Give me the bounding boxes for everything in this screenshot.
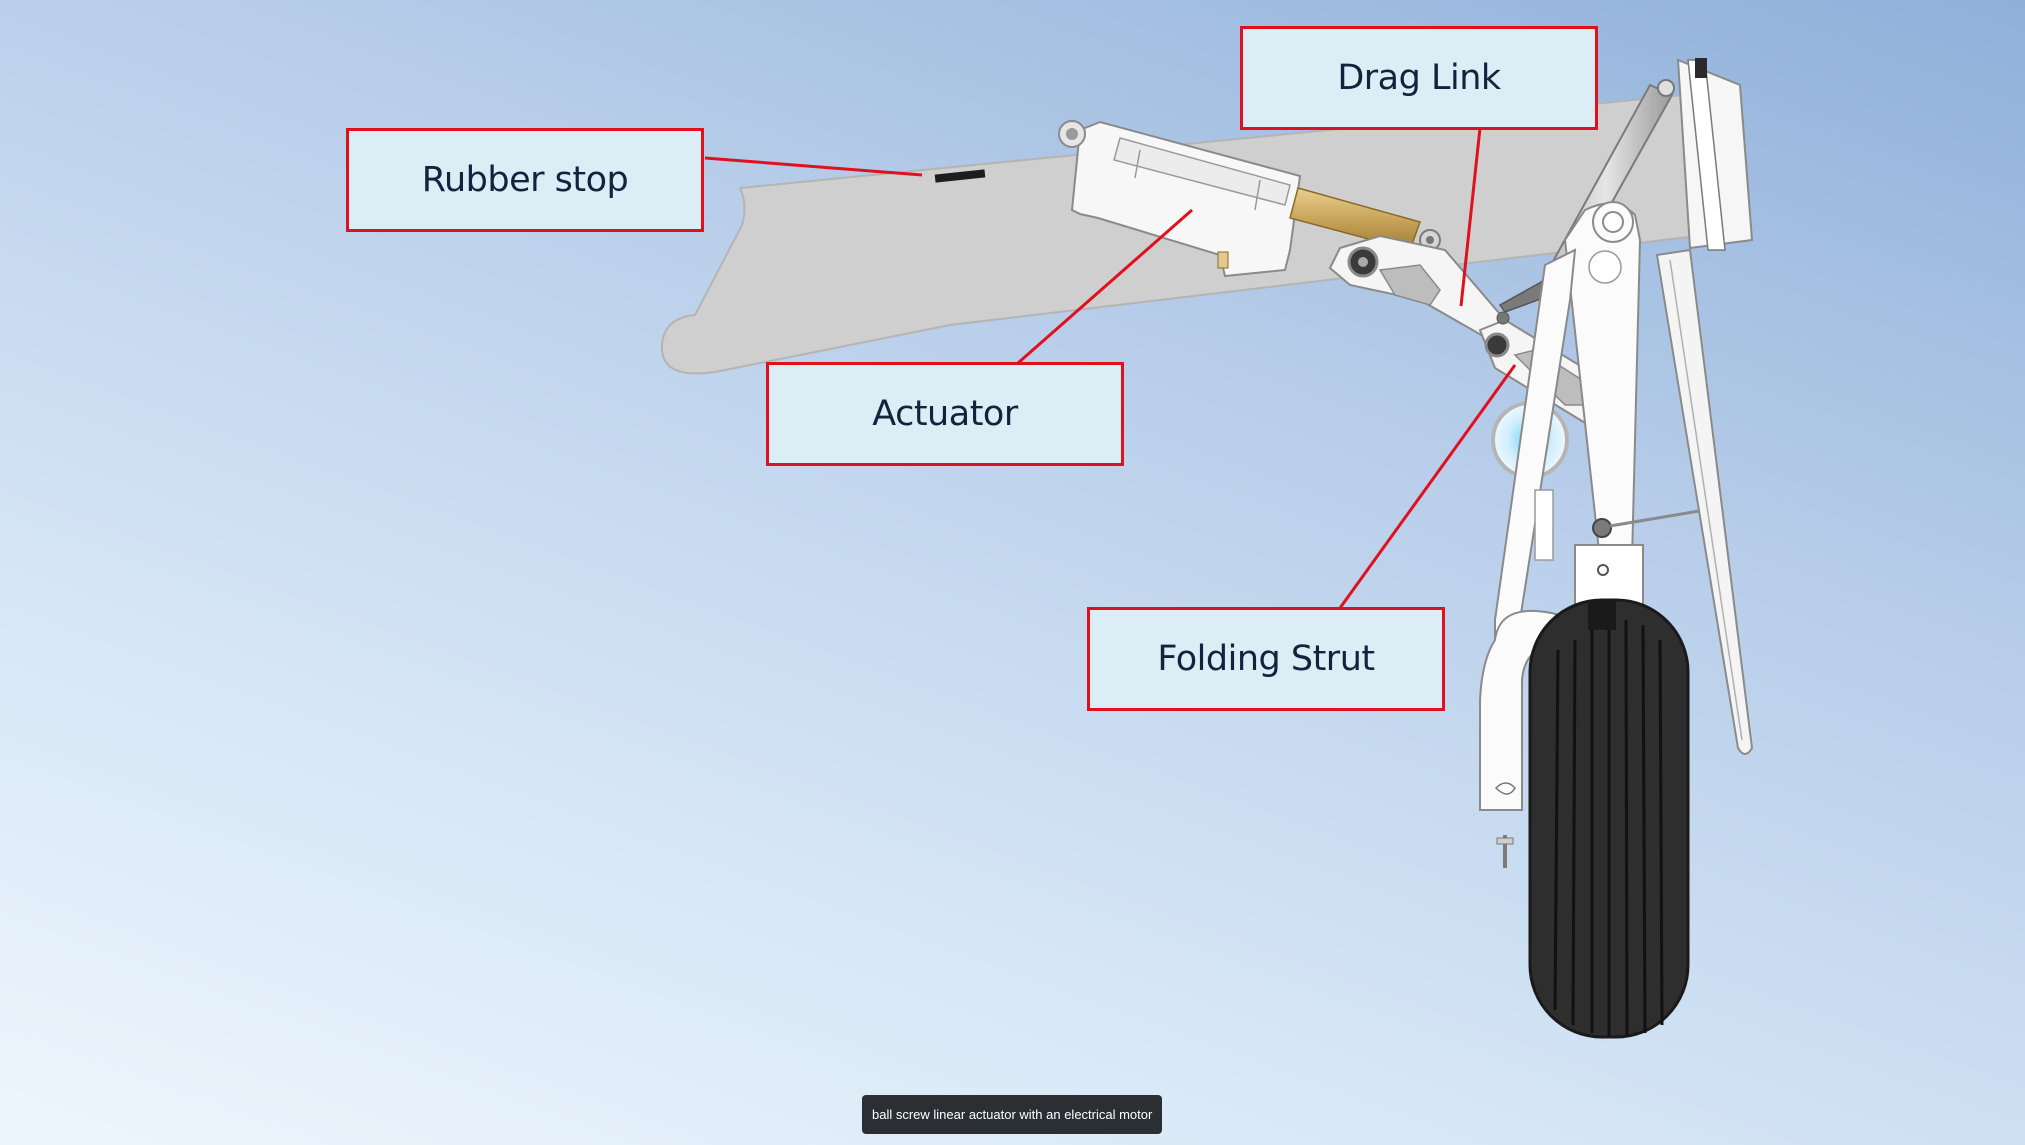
- callout-lines: [704, 127, 1517, 609]
- rubber-stop-label: Rubber stop: [346, 128, 704, 232]
- image-caption-tooltip: ball screw linear actuator with an elect…: [862, 1095, 1163, 1134]
- folding-strut-label: Folding Strut: [1087, 607, 1445, 711]
- drag-link-leader: [1459, 127, 1482, 307]
- rubber-stop-leader: [704, 156, 923, 177]
- drag-link-label: Drag Link: [1240, 26, 1598, 130]
- actuator: [1058, 120, 1441, 278]
- rubber-stop: [934, 169, 986, 183]
- actuator-label: Actuator: [766, 362, 1124, 466]
- gear-door: [1655, 58, 1754, 755]
- drag-link: [1328, 234, 1507, 342]
- actuator-leader: [1017, 208, 1193, 365]
- tire: [1528, 598, 1690, 1039]
- folding-strut-leader: [1338, 364, 1517, 609]
